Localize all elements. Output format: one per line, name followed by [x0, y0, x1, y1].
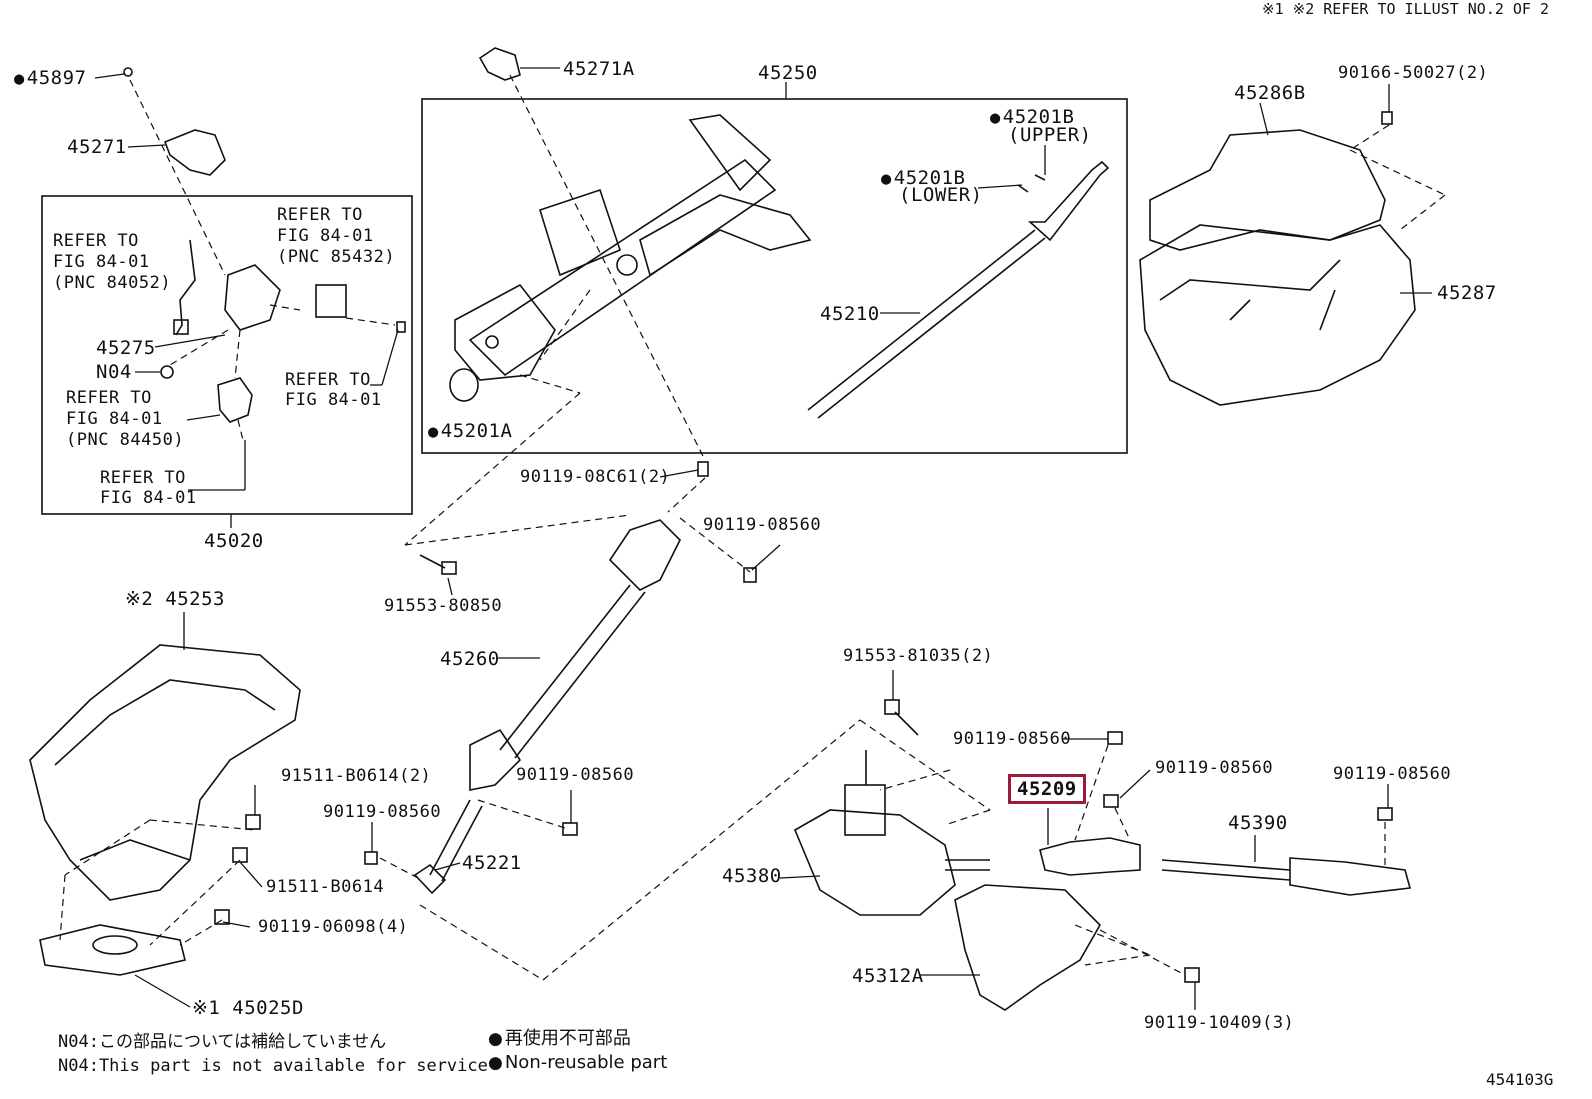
- legend-non-reusable-jp: 再使用不可部品: [488, 1026, 631, 1052]
- cover-45286B: [1149, 129, 1386, 251]
- part-label-N04[interactable]: N04: [96, 361, 132, 383]
- part-label-45221[interactable]: 45221: [462, 852, 522, 874]
- leader-lines: [94, 67, 1432, 1010]
- part-label-45271A[interactable]: 45271A: [563, 58, 635, 80]
- inset-frame-45020: [41, 195, 413, 515]
- part-label-45390[interactable]: 45390: [1228, 812, 1288, 834]
- label-upper: (UPPER): [1008, 124, 1092, 146]
- part-label-90119-08560-d[interactable]: 90119-08560: [1333, 764, 1452, 784]
- cover-45287: [1139, 224, 1416, 406]
- part-label-45380[interactable]: 45380: [722, 865, 782, 887]
- header-note: ※1 ※2 REFER TO ILLUST NO.2 OF 2: [1262, 0, 1550, 18]
- part-label-90119-08560-e[interactable]: 90119-08560: [516, 765, 635, 785]
- part-label-45020[interactable]: 45020: [204, 530, 264, 552]
- part-label-45209-highlighted[interactable]: 45209: [1008, 774, 1086, 804]
- label-lower: (LOWER): [899, 184, 983, 206]
- figure-code: 454103G: [1486, 1070, 1554, 1089]
- part-label-45260[interactable]: 45260: [440, 648, 500, 670]
- part-label-45253[interactable]: ※2 45253: [125, 588, 225, 610]
- shaft-45390: [1161, 859, 1291, 871]
- part-label-91511-B0614[interactable]: 91511-B0614: [266, 877, 385, 897]
- part-label-90166-50027[interactable]: 90166-50027(2): [1338, 63, 1489, 83]
- part-label-91553-81035[interactable]: 91553-81035(2): [843, 646, 994, 666]
- bolts: [214, 111, 1393, 983]
- bushing-45201A: [449, 368, 479, 402]
- bracket-45312A: [954, 884, 1101, 1011]
- part-label-91553-80850[interactable]: 91553-80850: [384, 596, 503, 616]
- part-label-45201A[interactable]: 45201A: [428, 420, 512, 443]
- part-label-45287[interactable]: 45287: [1437, 282, 1497, 304]
- shaft-45260: [608, 519, 681, 591]
- part-label-45025D[interactable]: ※1 45025D: [192, 997, 304, 1019]
- part-label-45275[interactable]: 45275: [96, 337, 156, 359]
- column-body: [468, 158, 777, 377]
- gearbox-45380: [793, 809, 956, 916]
- part-label-45250[interactable]: 45250: [758, 62, 818, 84]
- part-label-90119-06098[interactable]: 90119-06098(4): [258, 917, 409, 937]
- frame-45250: [421, 98, 1128, 454]
- part-label-90119-08560-f[interactable]: 90119-08560: [323, 802, 442, 822]
- part-label-90119-08C61[interactable]: 90119-08C61(2): [520, 467, 671, 487]
- part-label-45286B[interactable]: 45286B: [1234, 82, 1306, 104]
- part-label-45897[interactable]: 45897: [14, 67, 86, 90]
- part-label-91511-B0614-2[interactable]: 91511-B0614(2): [281, 766, 432, 786]
- part-label-90119-08560-b[interactable]: 90119-08560: [953, 729, 1072, 749]
- dashed-assembly-lines: [59, 74, 1446, 981]
- shaft-45210: [807, 229, 1036, 411]
- part-label-45210[interactable]: 45210: [820, 303, 880, 325]
- note-n04-japanese: N04:この部品については補給していません: [58, 1032, 387, 1052]
- part-label-45271[interactable]: 45271: [67, 136, 127, 158]
- part-label-90119-08560-a[interactable]: 90119-08560: [703, 515, 822, 535]
- part-label-45201B-lower[interactable]: 45201B: [881, 167, 965, 190]
- part-label-45312A[interactable]: 45312A: [852, 965, 924, 987]
- part-label-90119-08560-c[interactable]: 90119-08560: [1155, 758, 1274, 778]
- part-label-45201B-upper[interactable]: 45201B: [990, 106, 1074, 129]
- legend-non-reusable-en: Non-reusable part: [488, 1050, 667, 1076]
- cover-45253: [29, 644, 301, 901]
- note-n04-english: N04:This part is not available for servi…: [58, 1056, 488, 1076]
- part-label-90119-10409[interactable]: 90119-10409(3): [1144, 1013, 1295, 1033]
